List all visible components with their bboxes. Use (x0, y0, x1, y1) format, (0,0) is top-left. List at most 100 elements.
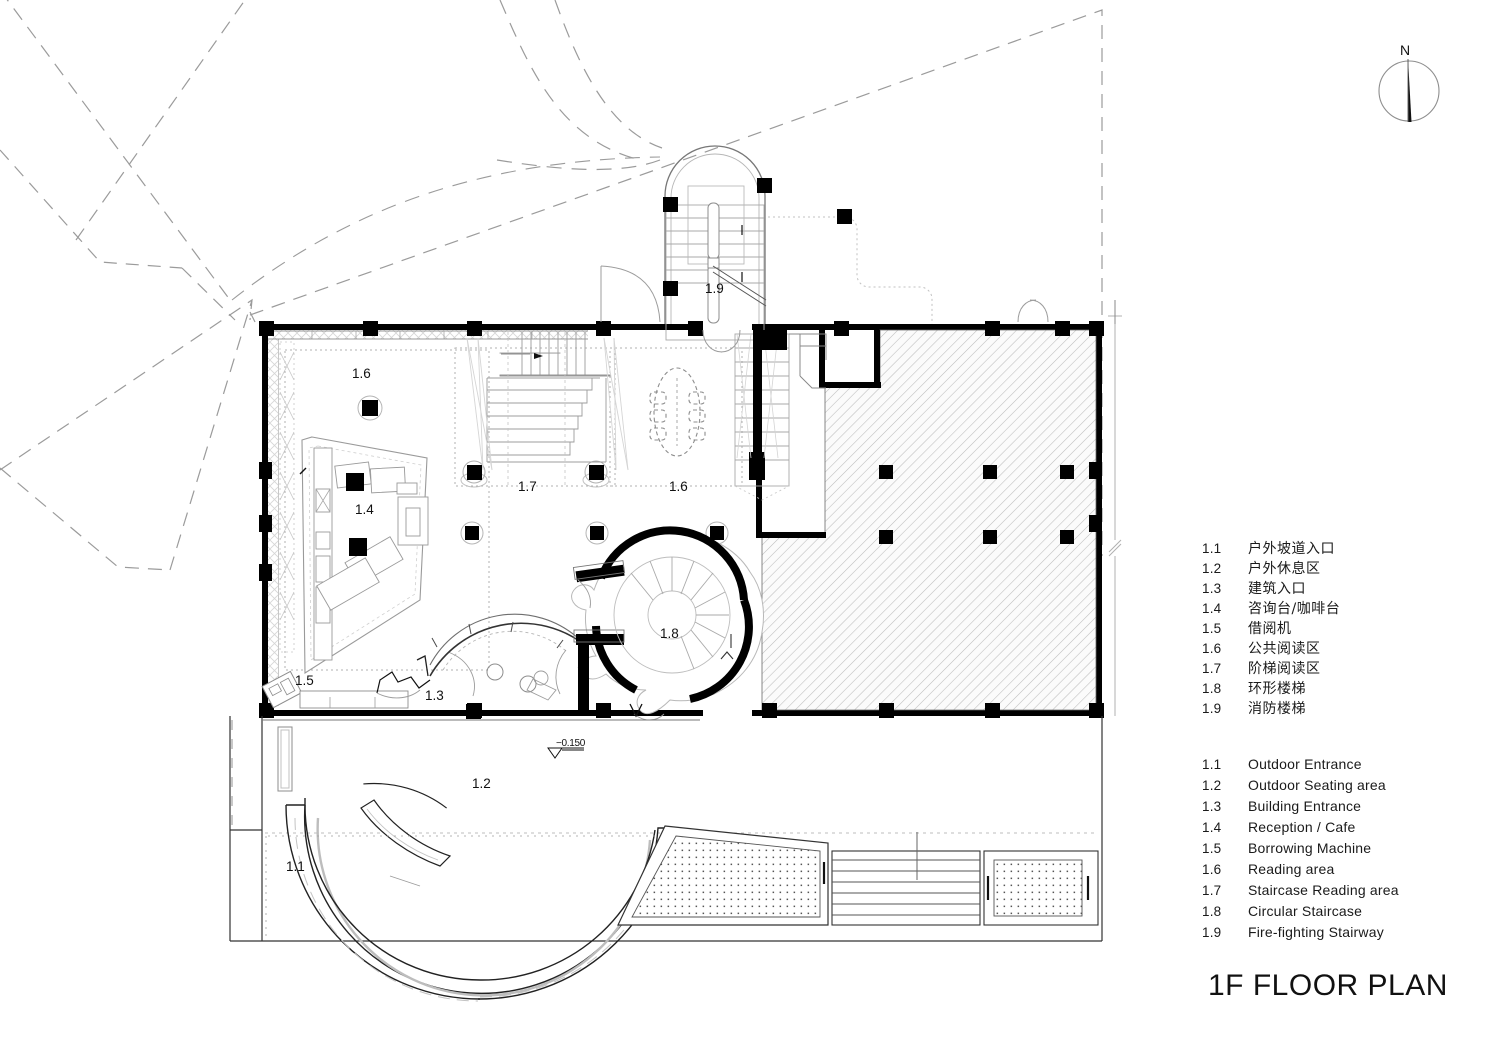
label-1-1: 1.1 (286, 859, 305, 874)
legend-cn-item-number: 1.8 (1202, 681, 1222, 696)
legend-cn-item-label: 建筑入口 (1248, 581, 1306, 597)
legend-cn-item-label: 环形楼梯 (1248, 681, 1306, 697)
legend-en-item-number: 1.2 (1202, 778, 1222, 793)
label-1-4: 1.4 (355, 502, 374, 517)
legend-cn-item-label: 阶梯阅读区 (1248, 661, 1321, 677)
right-dimension-line (1108, 315, 1122, 716)
reception-cafe-counter-1-4 (299, 436, 429, 674)
door-header-block (753, 330, 787, 350)
legend-en-item-number: 1.3 (1202, 799, 1222, 814)
legend-english: 1.1 Outdoor Entrance 1.2 Outdoor Seating ar… (1202, 754, 1399, 943)
legend-en-item-label: Staircase Reading area (1248, 882, 1399, 898)
legend-en-item-label: Building Entrance (1248, 798, 1362, 814)
legend-en-item-label: Fire-fighting Stairway (1248, 924, 1384, 940)
legend-cn-item-row: 1.4 咨询台/咖啡台 (1202, 599, 1340, 619)
interior-stair-right (734, 333, 790, 501)
outdoor-boundary-lines (229, 716, 1103, 942)
label-1-6-right: 1.6 (669, 479, 688, 494)
north-letter-label: N (1400, 42, 1411, 58)
legend-en-item-label: Outdoor Entrance (1248, 756, 1362, 772)
legend-en-item-number: 1.9 (1202, 925, 1222, 940)
outdoor-entry-steps (831, 832, 981, 926)
label-1-8: 1.8 (660, 626, 679, 641)
legend-cn-item-row: 1.9 消防楼梯 (1202, 699, 1340, 719)
legend-cn-item-number: 1.9 (1202, 701, 1222, 716)
perimeter-columns (259, 321, 1104, 718)
stippled-planting-bed-right (983, 850, 1099, 926)
legend-en-item-label: Circular Staircase (1248, 903, 1363, 919)
legend-en-item-row: 1.7 Staircase Reading area (1202, 880, 1399, 901)
bookshelf-left-wall (279, 341, 295, 653)
legend-cn-item-label: 借阅机 (1248, 621, 1292, 637)
outdoor-curved-ramp-1-1 (231, 720, 1098, 1002)
legend-cn-item-row: 1.7 阶梯阅读区 (1202, 659, 1340, 679)
legend-en-item-row: 1.8 Circular Staircase (1202, 901, 1399, 922)
label-1-7: 1.7 (518, 479, 537, 494)
legend-en-item-label: Outdoor Seating area (1248, 777, 1386, 793)
site-curve-arcs (496, 0, 663, 171)
legend-cn-item-number: 1.3 (1202, 581, 1222, 596)
legend-en-item-row: 1.9 Fire-fighting Stairway (1202, 922, 1399, 943)
stippled-planting-bed-left (617, 825, 829, 926)
diagonal-hatch-plant-room (761, 329, 1097, 711)
legend-cn-item-number: 1.2 (1202, 561, 1222, 576)
doors-bottom-fire-stair (702, 329, 741, 353)
legend-en-item-number: 1.4 (1202, 820, 1222, 835)
legend-cn-item-number: 1.7 (1202, 661, 1222, 676)
label-1-2: 1.2 (472, 776, 491, 791)
legend-en-item-row: 1.1 Outdoor Entrance (1202, 754, 1399, 775)
legend-cn-item-number: 1.4 (1202, 601, 1222, 616)
legend-cn-item-row: 1.8 环形楼梯 (1202, 679, 1340, 699)
legend-cn-item-label: 公共阅读区 (1248, 641, 1321, 657)
north-arrow-icon (1378, 59, 1440, 122)
site-boundary-left (0, 149, 236, 321)
label-level: −0.150 (556, 738, 586, 749)
legend-cn-item-label: 户外坡道入口 (1248, 541, 1335, 557)
circular-staircase-1-8 (555, 526, 764, 721)
label-1-6-left: 1.6 (352, 366, 371, 381)
legend-en-item-number: 1.6 (1202, 862, 1222, 877)
legend-en-item-row: 1.2 Outdoor Seating area (1202, 775, 1399, 796)
legend-en-item-label: Borrowing Machine (1248, 840, 1372, 856)
fire-stairway-1-9 (600, 145, 772, 341)
label-1-5: 1.5 (295, 673, 314, 688)
legend-cn-item-number: 1.6 (1202, 641, 1222, 656)
borrowing-machine-1-5 (261, 670, 409, 709)
curtain-wall-top (268, 330, 588, 340)
legend-en-item-row: 1.6 Reading area (1202, 859, 1399, 880)
legend-en-item-number: 1.7 (1202, 883, 1222, 898)
legend-en-item-number: 1.8 (1202, 904, 1222, 919)
stepped-reading-area-1-7 (466, 332, 629, 488)
entrance-doors-1-3 (376, 651, 475, 699)
curved-entry-counter (416, 613, 587, 701)
legend-cn-item-label: 咨询台/咖啡台 (1248, 601, 1341, 617)
corridor-column (837, 209, 852, 224)
oval-meeting-table (649, 367, 706, 457)
legend-cn-item-row: 1.5 借阅机 (1202, 619, 1340, 639)
legend-en-item-number: 1.5 (1202, 841, 1222, 856)
legend-en-item-label: Reading area (1248, 861, 1335, 877)
legend-cn-item-label: 户外休息区 (1248, 561, 1321, 577)
corridor-dotted-outline (768, 216, 933, 324)
legend-en-item-number: 1.1 (1202, 757, 1222, 772)
vestibule-lines (789, 333, 827, 389)
label-1-9: 1.9 (705, 281, 724, 296)
legend-cn-item-number: 1.1 (1202, 541, 1222, 556)
glass-wall-left (268, 332, 278, 706)
legend-cn-item-number: 1.5 (1202, 621, 1222, 636)
level-marker-symbol (547, 747, 584, 759)
legend-chinese: 1.1 户外坡道入口 1.2 户外休息区 1.3 建筑入口 1.4 咨询台/咖啡台 1.5 借阅机… (1202, 539, 1340, 719)
entry-doors-top-right (1017, 299, 1049, 323)
legend-en-item-row: 1.3 Building Entrance (1202, 796, 1399, 817)
ramp-strip (277, 726, 293, 792)
legend-cn-item-row: 1.6 公共阅读区 (1202, 639, 1340, 659)
legend-cn-item-label: 消防楼梯 (1248, 701, 1306, 717)
label-1-3: 1.3 (425, 688, 444, 703)
legend-cn-item-row: 1.2 户外休息区 (1202, 559, 1340, 579)
black-square-columns (879, 465, 1074, 544)
legend-cn-item-row: 1.3 建筑入口 (1202, 579, 1340, 599)
stepped-area-columns (460, 460, 610, 488)
page-title: 1F FLOOR PLAN (1208, 969, 1448, 1002)
